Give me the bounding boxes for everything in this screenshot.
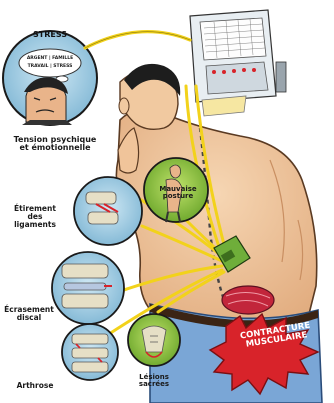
stress-word-argent: ARGENT bbox=[27, 56, 48, 61]
stress-words-line-1: ARGENT | FAMILLE bbox=[15, 56, 85, 61]
stress-words-line-2: TRAVAIL | STRESS bbox=[15, 64, 85, 69]
sacral-circle bbox=[128, 314, 180, 366]
stress-circle bbox=[3, 31, 97, 125]
label-lesions: Lésions sacrées bbox=[130, 374, 178, 389]
stress-word-travail: TRAVAIL bbox=[28, 64, 49, 69]
label-mauvaise-posture: Mauvaise posture bbox=[150, 186, 206, 201]
arthrosis-circle bbox=[62, 324, 118, 380]
label-tension: Tension psychique et émotionnelle bbox=[0, 136, 110, 153]
stress-title: STRESS bbox=[0, 30, 100, 39]
stress-word-stress: STRESS bbox=[53, 64, 72, 69]
disc-circle bbox=[52, 252, 124, 324]
ligament-circle bbox=[74, 177, 142, 245]
muscle-contracture-graphic bbox=[222, 286, 274, 314]
label-arthrose: Arthrose bbox=[8, 382, 62, 390]
control-machine bbox=[190, 10, 286, 116]
label-etirement: Étirement des ligaments bbox=[8, 205, 62, 229]
stress-word-famille: FAMILLE bbox=[52, 56, 73, 61]
label-ecrasement: Écrasement discal bbox=[2, 306, 56, 322]
